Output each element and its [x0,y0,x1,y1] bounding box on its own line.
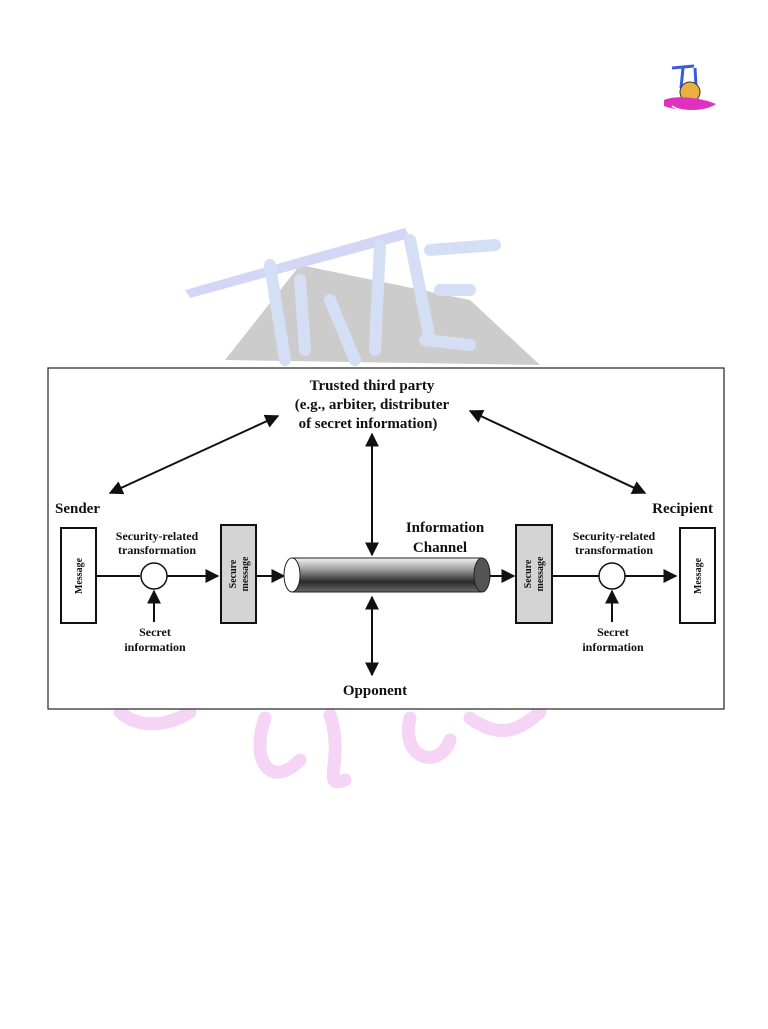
sender-transform-line1: Security-related [116,529,199,543]
recipient-transform-line1: Security-related [573,529,656,543]
trusted-party-line3: of secret information) [299,416,438,432]
recipient-secret-line1: Secret [597,625,629,639]
sender-label: Sender [55,501,100,517]
sender-secure-text-line2: message [240,556,251,592]
sender-transform-circle [140,562,168,590]
the-tech-engineers-logo [664,64,716,112]
sender-trusted-arrow [108,414,280,495]
recipient-secure-message-box [515,524,553,624]
watermark [113,228,547,789]
sender-secret-line1: Secret [139,625,171,639]
recipient-message-text: Message [693,557,704,594]
sender-secure-message-box [220,524,257,624]
sender-secret-line2: information [124,640,186,654]
watermark-pink-script [113,705,547,789]
sender-message-text: Message [74,557,85,594]
sender-secure-text-line1: Secure [228,559,239,588]
recipient-transform-circle [598,562,626,590]
recipient-secure-text-line1: Secure [523,559,534,588]
recipient-secure-text-line2: message [535,556,546,592]
trusted-party-line1: Trusted third party [310,378,435,394]
opponent-label: Opponent [343,683,407,699]
watermark-letters [264,234,501,366]
recipient-label: Recipient [652,501,713,517]
recipient-transform-line2: transformation [575,543,653,557]
information-channel-cylinder [283,557,491,593]
recipient-message-box [679,527,716,624]
sender-transform-line2: transformation [118,543,196,557]
watermark-bar [185,228,410,298]
channel-label-line2: Channel [413,540,467,556]
recipient-secret-line2: information [582,640,644,654]
trusted-party-line2: (e.g., arbiter, distributer [295,397,450,413]
recipient-trusted-arrow [468,410,647,494]
channel-label-line1: Information [406,520,485,536]
